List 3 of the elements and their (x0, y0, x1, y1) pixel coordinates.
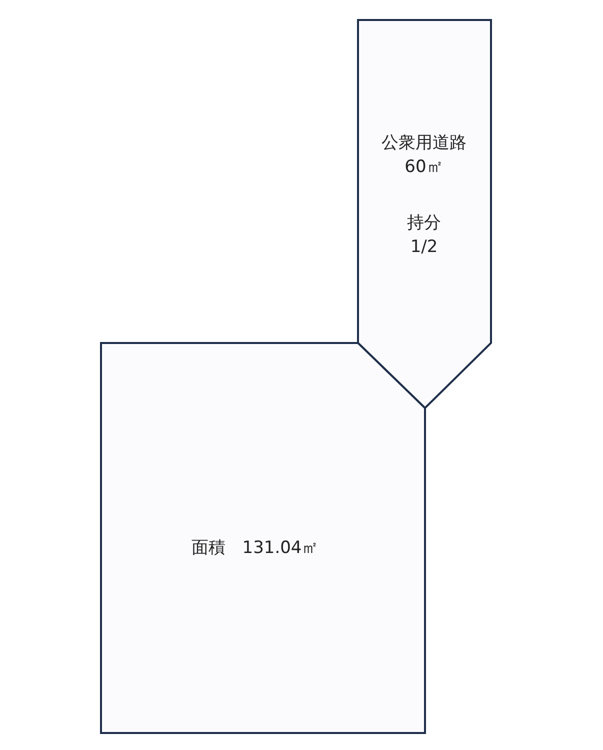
share-label: 持分 1/2 (406, 212, 442, 259)
area-label: 面積 131.04㎡ (190, 537, 320, 560)
road-label: 公衆用道路 60㎡ (380, 132, 468, 179)
